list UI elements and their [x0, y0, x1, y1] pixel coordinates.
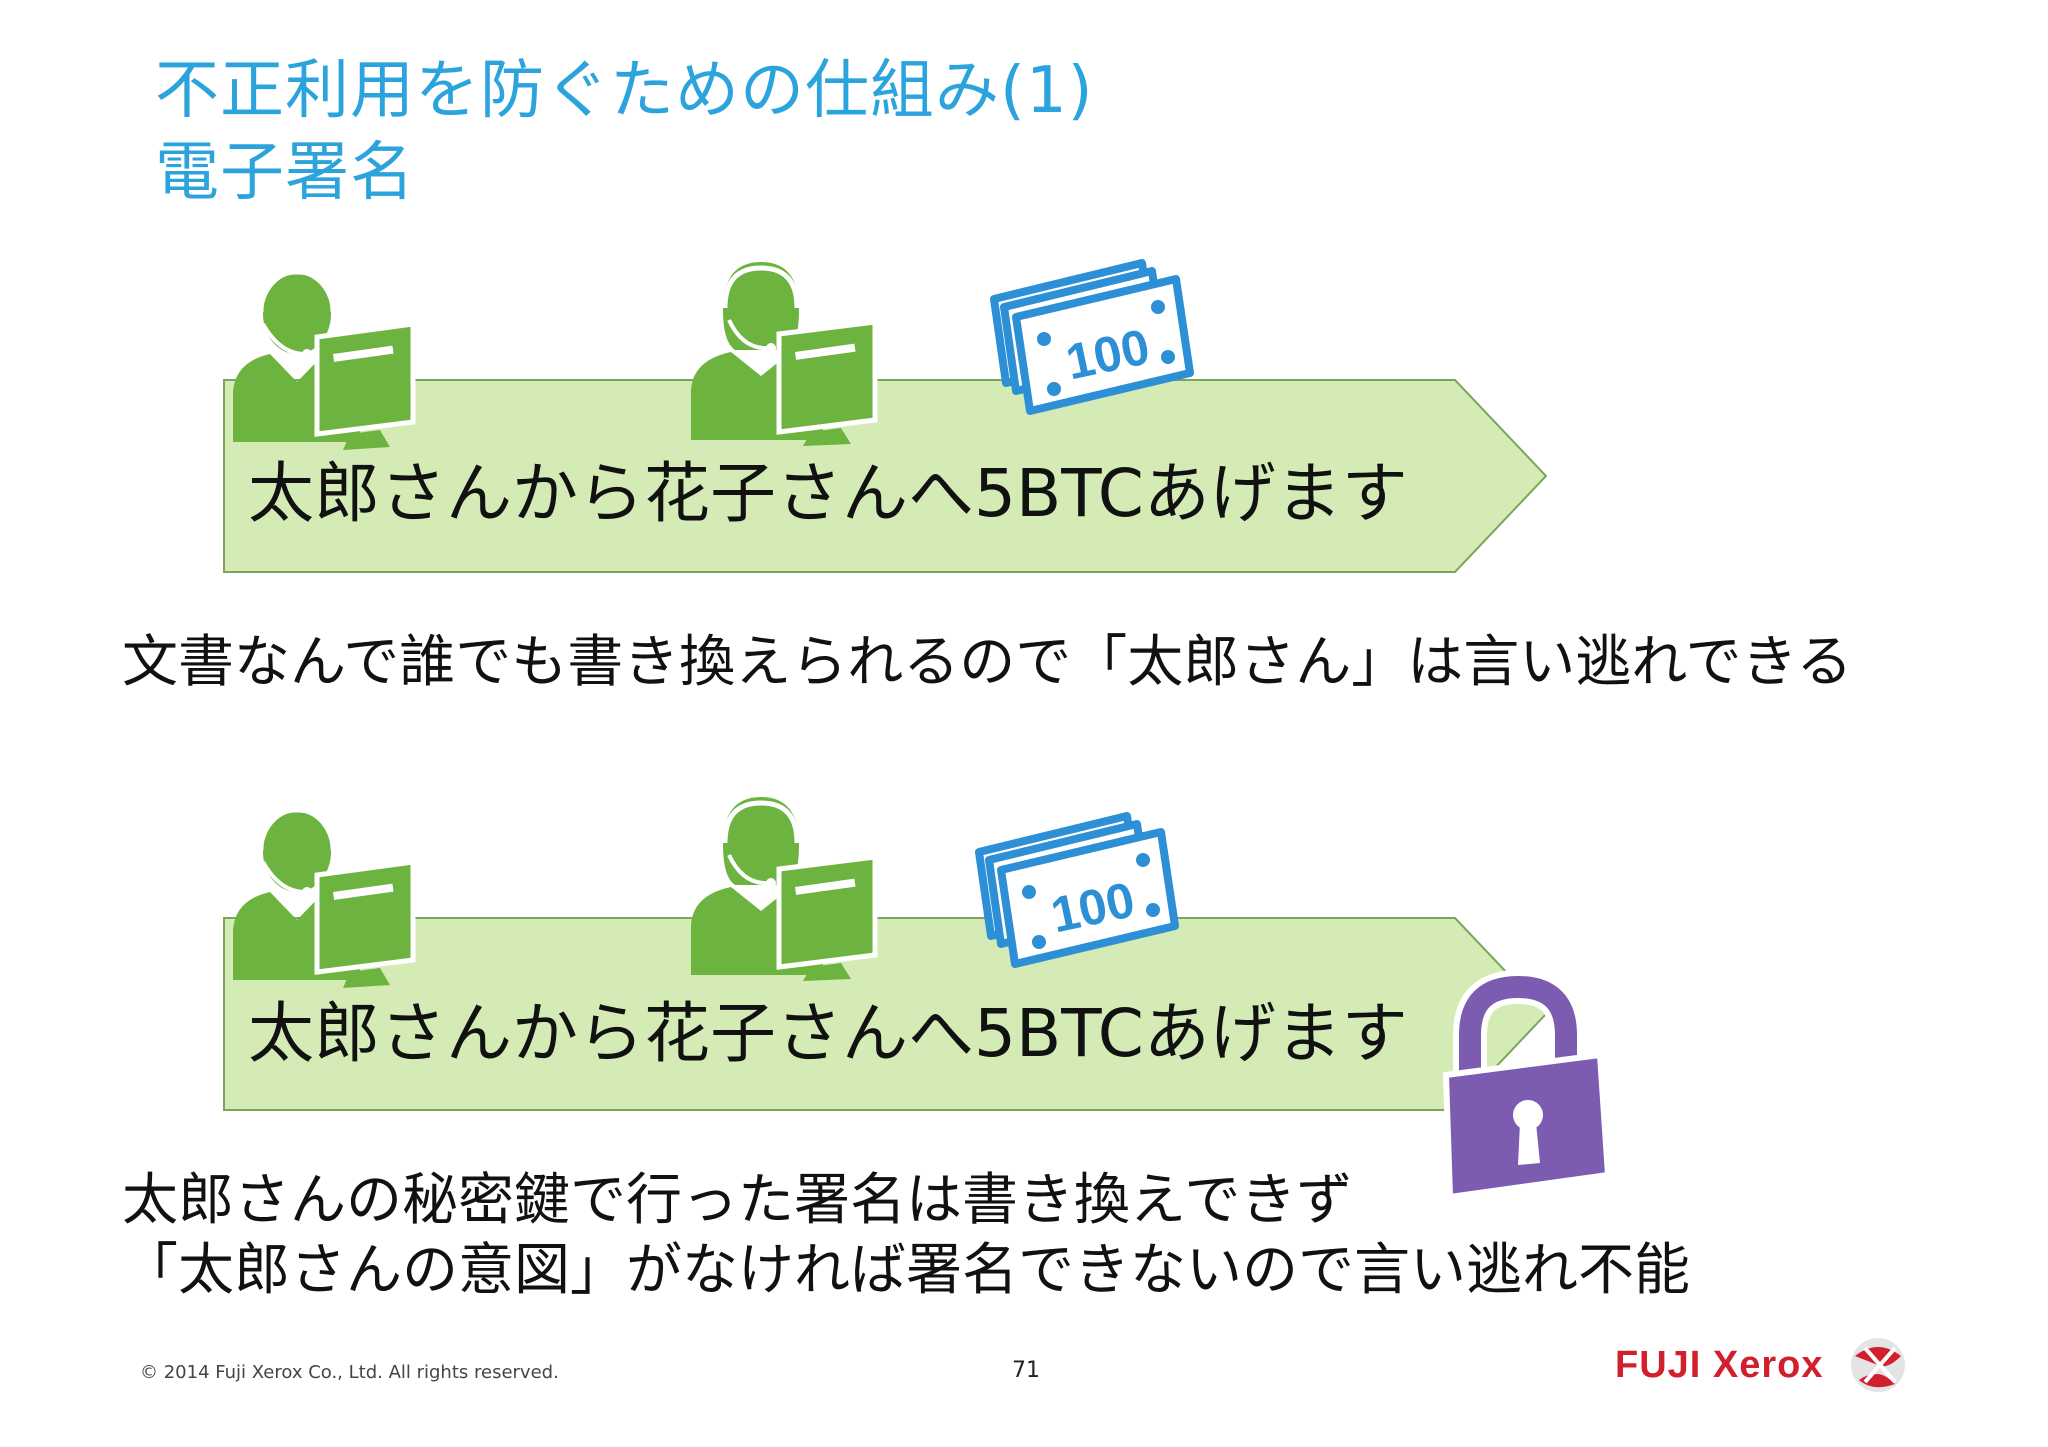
copyright-notice: © 2014 Fuji Xerox Co., Ltd. All rights r… — [140, 1362, 559, 1383]
slide-title: 不正利用を防ぐための仕組み(1) 電子署名 — [155, 50, 1094, 214]
logo-wordmark: FUJI Xerox — [1615, 1344, 1824, 1386]
fuji-xerox-logo-icon — [1851, 1338, 1905, 1392]
slide-title-line1: 不正利用を防ぐための仕組み(1) — [155, 54, 1094, 128]
fuji-xerox-logo: FUJI Xerox — [1615, 1332, 1915, 1402]
banknote-icon: 100 — [975, 812, 1179, 968]
padlock-icon — [1442, 969, 1612, 1201]
page-number: 71 — [1012, 1358, 1040, 1383]
banknote-icon: 100 — [990, 259, 1194, 415]
transaction-text-2: 太郎さんから花子さんへ5BTCあげます — [248, 995, 1408, 1072]
caption-signed-line2: 「太郎さんの意図」がなければ署名できないので言い逃れ不能 — [122, 1238, 1690, 1303]
caption-signed: 太郎さんの秘密鍵で行った署名は書き換えできず 「太郎さんの意図」がなければ署名で… — [122, 1166, 1690, 1306]
caption-signed-line1: 太郎さんの秘密鍵で行った署名は書き換えできず — [122, 1168, 1353, 1233]
operator-male-icon — [233, 269, 416, 450]
operator-female-icon — [691, 797, 878, 981]
operator-female-icon — [691, 262, 878, 446]
caption-unsigned: 文書なんで誰でも書き換えられるので「太郎さん」は言い逃れできる — [122, 630, 1853, 695]
slide-title-line2: 電子署名 — [155, 136, 415, 210]
operator-male-icon — [233, 807, 416, 988]
transaction-text-1: 太郎さんから花子さんへ5BTCあげます — [248, 455, 1408, 532]
